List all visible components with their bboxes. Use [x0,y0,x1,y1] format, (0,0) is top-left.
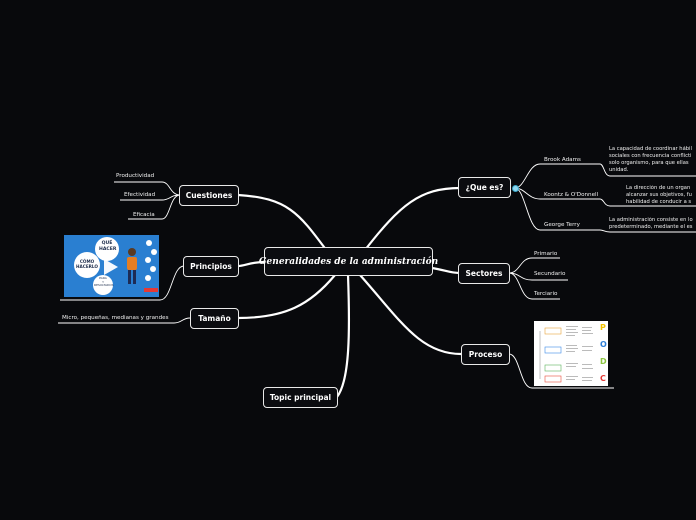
collapse-toggle-dot[interactable] [512,185,519,192]
como-hacerlo-text: CÓMO HACERLO [76,259,98,270]
definition-koontz[interactable]: La dirección de un organ alcanzar sus ob… [626,185,692,206]
proceso-letter-p: P [600,323,606,332]
subtopic-efectividad[interactable]: Efectividad [124,192,156,198]
author-george-terry[interactable]: George Terry [544,222,580,228]
subtopic-terciario[interactable]: Terciario [534,291,558,297]
branch-topic [336,274,351,398]
topic-tamano[interactable]: Tamaño [190,308,239,329]
lightbulbs-icon [144,240,158,292]
subtopic-primario[interactable]: Primario [534,251,558,257]
topic-sectores[interactable]: Sectores [458,263,510,284]
person-illustration-icon [127,248,137,284]
branch-sectores [431,266,461,275]
branch-cuestiones [237,193,331,256]
branch-proceso [359,274,462,356]
topic-que-es[interactable]: ¿Que es? [458,177,511,198]
topic-principios[interactable]: Principios [183,256,239,277]
proceso-diagram-image[interactable]: P O D C [534,321,608,386]
proceso-letter-d: D [600,357,607,366]
proceso-diagram-shapes [539,326,593,383]
subtopic-productividad[interactable]: Productividad [116,173,155,179]
branch-principios [237,260,266,268]
central-topic[interactable]: Generalidades de la administración [259,247,438,276]
subtopic-eficacia[interactable]: Eficacia [133,212,155,218]
branch-que-es [364,186,461,251]
como-hacerlo-bubble [74,252,100,278]
para-bubble [93,275,113,295]
que-hacer-text: QUÉ HACER [99,241,117,252]
proceso-letter-o: O [600,340,607,349]
play-icon[interactable] [100,257,120,277]
proceso-letter-c: C [600,374,606,383]
definition-brook-adams[interactable]: La capacidad de coordinar hábil sociales… [609,146,692,174]
branch-tamano [237,274,336,320]
author-brook-adams[interactable]: Brook Adams [544,157,581,163]
principios-image[interactable]: QUÉ HACER CÓMO HACERLO PARA Y RESULTADOS [64,235,159,297]
definition-george-terry[interactable]: La administración consiste en lo predete… [609,217,693,231]
author-koontz[interactable]: Koontz & O'Donnell [544,192,599,198]
subtopic-tamano-tipos[interactable]: Micro, pequeñas, medianas y grandes [62,315,169,321]
subtopic-secundario[interactable]: Secundario [534,271,566,277]
topic-principal[interactable]: Topic principal [263,387,338,408]
topic-cuestiones[interactable]: Cuestiones [179,185,239,206]
topic-proceso[interactable]: Proceso [461,344,510,365]
que-hacer-bubble [95,237,119,261]
para-text: PARA Y RESULTADOS [94,276,114,288]
